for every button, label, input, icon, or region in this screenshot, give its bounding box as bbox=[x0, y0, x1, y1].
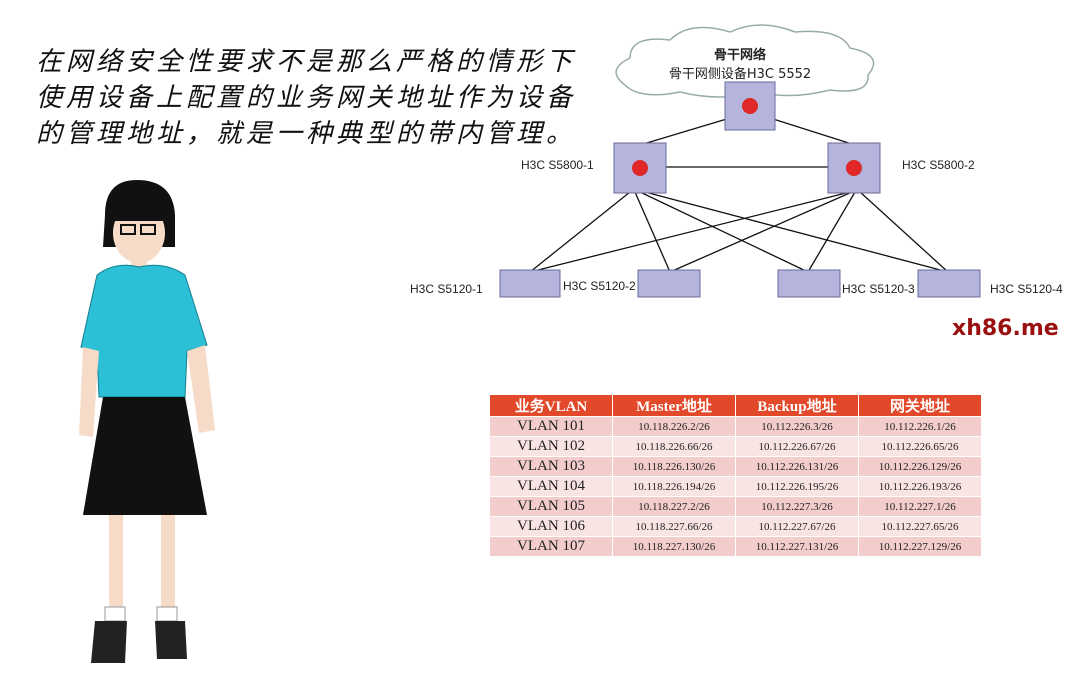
switch-s5120-1-icon bbox=[499, 269, 561, 298]
table-cell: VLAN 105 bbox=[489, 496, 613, 517]
table-cell: VLAN 107 bbox=[489, 536, 613, 557]
table-cell: 10.112.226.65/26 bbox=[858, 436, 982, 457]
label-s5120-2: H3C S5120-2 bbox=[563, 279, 636, 293]
table-cell: 10.118.227.2/26 bbox=[612, 496, 736, 517]
table-cell: VLAN 104 bbox=[489, 476, 613, 497]
table-cell: 10.112.227.67/26 bbox=[735, 516, 859, 537]
label-s5120-1: H3C S5120-1 bbox=[410, 282, 483, 296]
table-cell: 10.112.227.65/26 bbox=[858, 516, 982, 537]
table-cell: 10.118.226.194/26 bbox=[612, 476, 736, 497]
table-cell: VLAN 102 bbox=[489, 436, 613, 457]
table-cell: 10.112.227.1/26 bbox=[858, 496, 982, 517]
table-cell: 10.112.226.3/26 bbox=[735, 416, 859, 437]
table-cell: 10.112.226.193/26 bbox=[858, 476, 982, 497]
table-cell: 10.112.227.3/26 bbox=[735, 496, 859, 517]
table-cell: 10.118.226.66/26 bbox=[612, 436, 736, 457]
table-cell: 10.112.226.1/26 bbox=[858, 416, 982, 437]
cloud-title: 骨干网络 bbox=[713, 48, 766, 63]
watermark: xh86.me bbox=[952, 316, 1059, 341]
label-s5800-1: H3C S5800-1 bbox=[521, 158, 594, 172]
handwritten-caption: 在网络安全性要求不是那么严格的情形下使用设备上配置的业务网关地址作为设备的管理地… bbox=[36, 47, 577, 149]
table-cell: 10.118.226.130/26 bbox=[612, 456, 736, 477]
table-cell: 10.112.227.129/26 bbox=[858, 536, 982, 557]
network-diagram bbox=[499, 24, 981, 298]
table-cell: 10.118.226.2/26 bbox=[612, 416, 736, 437]
label-s5120-4: H3C S5120-4 bbox=[990, 282, 1063, 296]
col-header: Master地址 bbox=[612, 394, 736, 417]
switch-s5800-1-icon bbox=[613, 142, 667, 194]
label-s5120-3: H3C S5120-3 bbox=[842, 282, 915, 296]
col-header: Backup地址 bbox=[735, 394, 859, 417]
table-cell: 10.112.226.67/26 bbox=[735, 436, 859, 457]
table-cell: VLAN 103 bbox=[489, 456, 613, 477]
table-cell: 10.112.227.131/26 bbox=[735, 536, 859, 557]
core-switch-icon bbox=[724, 81, 776, 131]
table-cell: VLAN 101 bbox=[489, 416, 613, 437]
table-cell: 10.112.226.195/26 bbox=[735, 476, 859, 497]
switch-s5120-3-icon bbox=[777, 269, 841, 298]
table-cell: 10.112.226.131/26 bbox=[735, 456, 859, 477]
switch-s5120-4-icon bbox=[917, 269, 981, 298]
cloud-subtitle: 骨干网侧设备H3C 5552 bbox=[668, 67, 812, 82]
switch-s5120-2-icon bbox=[637, 269, 701, 298]
cloud-label: 骨干网络 骨干网侧设备H3C 5552 bbox=[650, 44, 830, 82]
col-header: 业务VLAN bbox=[489, 394, 613, 417]
girl-illustration bbox=[79, 180, 215, 663]
table-cell: 10.118.227.130/26 bbox=[612, 536, 736, 557]
switch-s5800-2-icon bbox=[827, 142, 881, 194]
table-cell: 10.112.226.129/26 bbox=[858, 456, 982, 477]
links bbox=[529, 117, 949, 273]
label-s5800-2: H3C S5800-2 bbox=[902, 158, 975, 172]
table-cell: 10.118.227.66/26 bbox=[612, 516, 736, 537]
table-cell: VLAN 106 bbox=[489, 516, 613, 537]
col-header: 网关地址 bbox=[858, 394, 982, 417]
